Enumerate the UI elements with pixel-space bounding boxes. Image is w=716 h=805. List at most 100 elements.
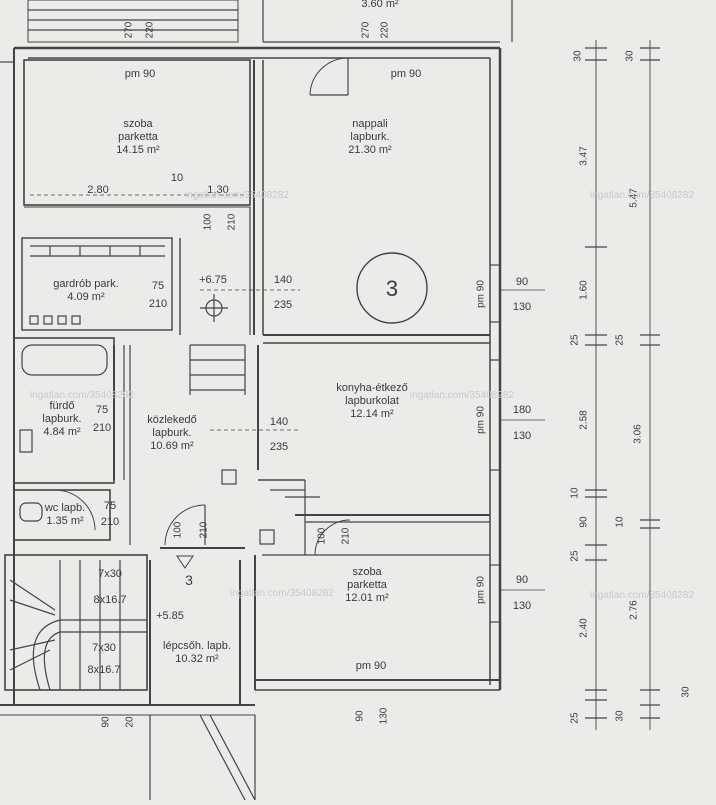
room-name: konyha-étkező [336, 382, 408, 394]
pm90-label: pm 90 [475, 406, 487, 434]
watermark: ingatlan.com/35408282 [590, 590, 694, 601]
dim-label: 2.80 [87, 184, 109, 196]
dim-label: 75 [95, 404, 109, 416]
room-area: 14.15 m² [116, 144, 160, 156]
room-name: szoba [352, 566, 382, 578]
dim-270-b: 270 [360, 21, 372, 39]
dim-220-a: 220 [144, 21, 156, 39]
dim-label: 235 [273, 299, 293, 311]
right-dim: 25 [569, 334, 581, 346]
room-furdo: fürdő lapburk. 4.84 m² [42, 400, 81, 439]
room-konyha: konyha-étkező lapburkolat 12.14 m² [336, 382, 408, 421]
window-dim: 90 [354, 710, 366, 722]
dim-220-b: 220 [379, 21, 391, 39]
room-area: 4.84 m² [43, 426, 81, 438]
dim-label: 75 [103, 500, 117, 512]
room-floor: lapburk. [42, 413, 82, 425]
room-floor: lapburk. [152, 427, 192, 439]
room-area: 4.09 m² [67, 291, 105, 303]
right-dim: 30 [614, 710, 626, 722]
window-dim: 130 [512, 430, 532, 442]
window-dim: 130 [512, 301, 532, 313]
watermark: ingatlan.com/35408282 [590, 190, 694, 201]
dim-label: 100 [202, 213, 214, 231]
stair-dim: 7x30 [92, 642, 116, 654]
dim-label: 10 [170, 172, 184, 184]
pm90-label: pm 90 [390, 68, 422, 80]
stair-dim: 7x30 [98, 568, 122, 580]
room-szoba-2: szoba parketta 12.01 m² [345, 566, 388, 605]
level-label: +6.75 [199, 274, 227, 286]
right-dim: 30 [680, 686, 692, 698]
right-dim: 90 [578, 516, 590, 528]
room-szoba-1: szoba parketta 14.15 m² [116, 118, 159, 157]
room-area: 12.01 m² [345, 592, 389, 604]
watermark: ingatlan.com/35408282 [185, 190, 289, 201]
right-dim: 2.40 [578, 618, 590, 638]
window-dim: 130 [512, 600, 532, 612]
stair-dim: 8x16.7 [93, 594, 127, 606]
right-dim: 25 [569, 712, 581, 724]
dim-label: 90 [100, 716, 112, 728]
right-dim: 25 [614, 334, 626, 346]
right-dim: 30 [624, 50, 636, 62]
dim-label: 210 [100, 516, 120, 528]
dim-label: 210 [198, 521, 210, 539]
room-name: nappali [352, 118, 388, 130]
room-floor: parketta [118, 131, 158, 143]
room-area: 12.14 m² [350, 408, 394, 420]
right-dim: 3.06 [632, 424, 644, 444]
right-dim: 2.58 [578, 410, 590, 430]
room-name: wc lapb. [44, 502, 86, 514]
room-gardrob: gardrób park. 4.09 m² [53, 278, 118, 304]
room-name: közlekedő [147, 414, 197, 426]
watermark: ingatlan.com/35408282 [30, 390, 134, 401]
window-dim: 90 [515, 574, 529, 586]
dim-label: 140 [269, 416, 289, 428]
right-dim: 3.47 [578, 146, 590, 166]
room-area: 10.32 m² [175, 653, 219, 665]
right-dim: 30 [572, 50, 584, 62]
room-lepcsohaz: lépcsőh. lapb. 10.32 m² [163, 640, 231, 666]
window-dim: 130 [378, 707, 390, 725]
room-floor: lapburkolat [345, 395, 399, 407]
pm90-label: pm 90 [475, 576, 487, 604]
dim-label: 210 [148, 298, 168, 310]
dim-label: 75 [151, 280, 165, 292]
room-wc: wc lapb. 1.35 m² [45, 502, 85, 528]
room-nappali: nappali lapburk. 21.30 m² [348, 118, 391, 157]
right-dim: 2.76 [628, 600, 640, 620]
window-dim: 90 [515, 276, 529, 288]
dim-label: 140 [273, 274, 293, 286]
pm90-label: pm 90 [475, 280, 487, 308]
dim-label: 1.30 [207, 184, 229, 196]
dim-label: 210 [226, 213, 238, 231]
dim-label: 100 [316, 527, 328, 545]
room-area: 10.69 m² [150, 440, 194, 452]
room-name: lépcsőh. lapb. [163, 640, 231, 652]
room-name: fürdő [49, 400, 75, 412]
window-dim: 180 [512, 404, 532, 416]
watermark: ingatlan.com/35408282 [230, 588, 334, 599]
dim-label: 210 [92, 422, 112, 434]
unit-number: 3 [185, 572, 193, 588]
dim-label: 20 [124, 716, 136, 728]
watermark: ingatlan.com/35408282 [410, 390, 514, 401]
right-dim: 1.60 [578, 280, 590, 300]
right-dim: 25 [569, 550, 581, 562]
room-kozlekedo: közlekedő lapburk. 10.69 m² [147, 414, 197, 453]
room-floor: parketta [347, 579, 387, 591]
right-dim: 10 [569, 487, 581, 499]
room-name: szoba [123, 118, 153, 130]
stair-dim: 8x16.7 [87, 664, 121, 676]
right-dim: 10 [614, 516, 626, 528]
dim-270-a: 270 [123, 21, 135, 39]
circled-unit-number: 3 [385, 276, 399, 301]
room-area: 1.35 m² [46, 515, 84, 527]
dim-label: 235 [269, 441, 289, 453]
room-name: gardrób park. [53, 278, 119, 290]
room-floor: lapburk. [350, 131, 390, 143]
room-area: 21.30 m² [348, 144, 392, 156]
pm90-label: pm 90 [355, 660, 387, 672]
